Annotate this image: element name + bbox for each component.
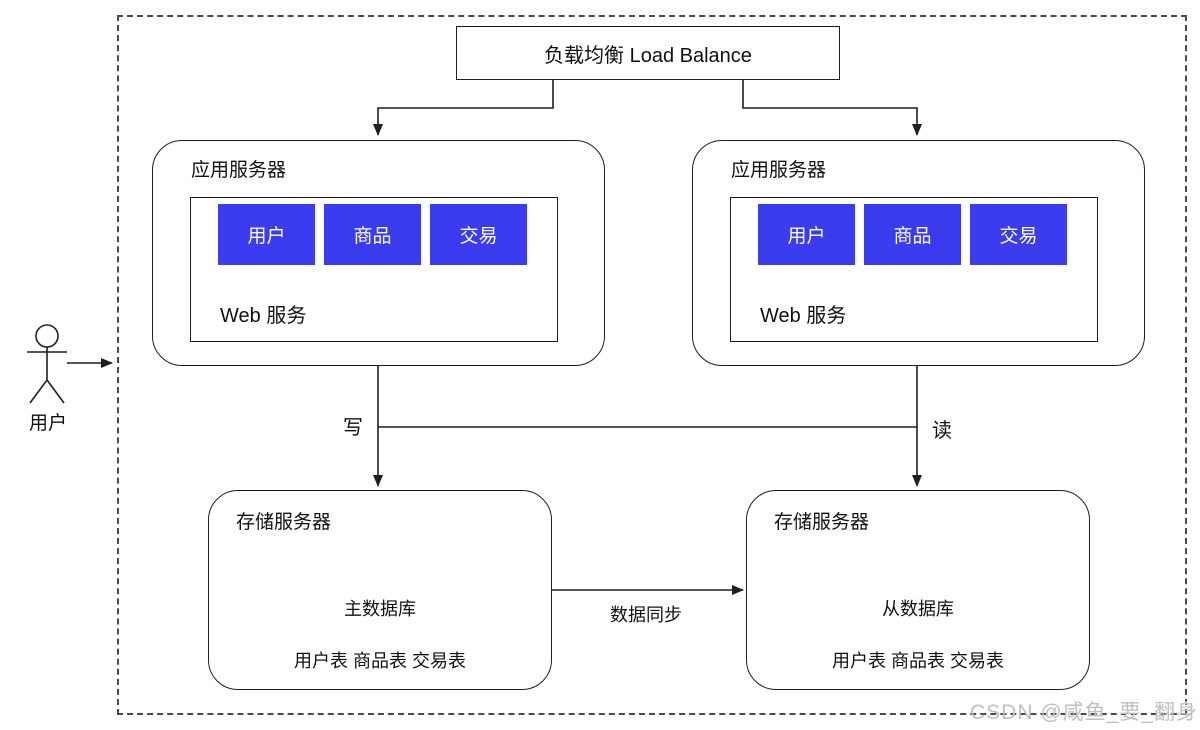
module-chip-trade: 交易 xyxy=(970,204,1067,265)
web-service-label: Web 服务 xyxy=(220,305,307,327)
storage-server-node-slave: 存储服务器 从数据库 用户表 商品表 交易表 xyxy=(746,490,1090,690)
user-actor-icon xyxy=(27,324,67,404)
app-server-node-right: 应用服务器 用户 商品 交易 Web 服务 xyxy=(692,140,1145,366)
user-actor-label: 用户 xyxy=(28,413,67,434)
write-edge-label: 写 xyxy=(343,417,363,439)
data-sync-edge-label: 数据同步 xyxy=(610,605,682,625)
web-service-box: 用户 商品 交易 Web 服务 xyxy=(190,197,558,342)
load-balancer-label: 负载均衡 Load Balance xyxy=(544,44,752,67)
read-edge-label: 读 xyxy=(932,420,952,442)
system-boundary xyxy=(117,15,1187,715)
storage-server-title: 存储服务器 xyxy=(774,512,870,533)
storage-server-title: 存储服务器 xyxy=(236,512,332,533)
database-label: 主数据库 xyxy=(344,599,416,619)
load-balancer-node: 负载均衡 Load Balance xyxy=(456,26,840,80)
tables-label: 用户表 商品表 交易表 xyxy=(293,651,466,671)
web-service-box: 用户 商品 交易 Web 服务 xyxy=(730,197,1098,342)
module-chip-trade: 交易 xyxy=(430,204,527,265)
module-chip-user: 用户 xyxy=(758,204,855,265)
app-server-title: 应用服务器 xyxy=(731,160,827,181)
storage-server-node-master: 存储服务器 主数据库 用户表 商品表 交易表 xyxy=(208,490,552,690)
module-chip-product: 商品 xyxy=(324,204,421,265)
watermark-text: CSDN @咸鱼_要_翻身 xyxy=(969,701,1198,724)
web-service-label: Web 服务 xyxy=(760,305,847,327)
database-label: 从数据库 xyxy=(882,599,954,619)
app-server-title: 应用服务器 xyxy=(191,160,287,181)
module-chip-user: 用户 xyxy=(218,204,315,265)
tables-label: 用户表 商品表 交易表 xyxy=(831,651,1004,671)
module-chip-product: 商品 xyxy=(864,204,961,265)
app-server-node-left: 应用服务器 用户 商品 交易 Web 服务 xyxy=(152,140,605,366)
